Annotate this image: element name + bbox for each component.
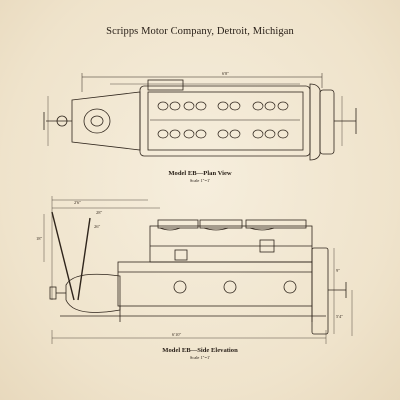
side-dim-overall: 6'10″ <box>172 332 182 337</box>
side-dim-26in: 26″ <box>94 224 101 229</box>
side-dim-28in: 28″ <box>96 210 103 215</box>
side-elevation-title: Model EB—Side Elevation <box>162 347 238 354</box>
plan-view-scale: Scale 1″=1′ <box>189 178 211 183</box>
page-title: Scripps Motor Company, Detroit, Michigan <box>106 26 294 37</box>
plan-view-caption: Model EB—Plan View Scale 1″=1′ <box>0 170 400 183</box>
side-dim-9in: 9″ <box>336 268 340 273</box>
side-dim-18in: 18″ <box>36 236 43 241</box>
side-elevation-caption: Model EB—Side Elevation Scale 1″=1′ <box>0 347 400 360</box>
side-dim-2ft6in: 2'6″ <box>74 200 81 205</box>
side-elevation-scale: Scale 1″=1′ <box>189 355 211 360</box>
side-dim-5ft4in: 5'4″ <box>336 314 343 319</box>
plan-dim-overall: 6'8″ <box>222 71 229 76</box>
side-elevation-drawing <box>43 196 353 344</box>
plan-view-drawing <box>43 73 357 161</box>
plan-view-title: Model EB—Plan View <box>168 170 232 177</box>
